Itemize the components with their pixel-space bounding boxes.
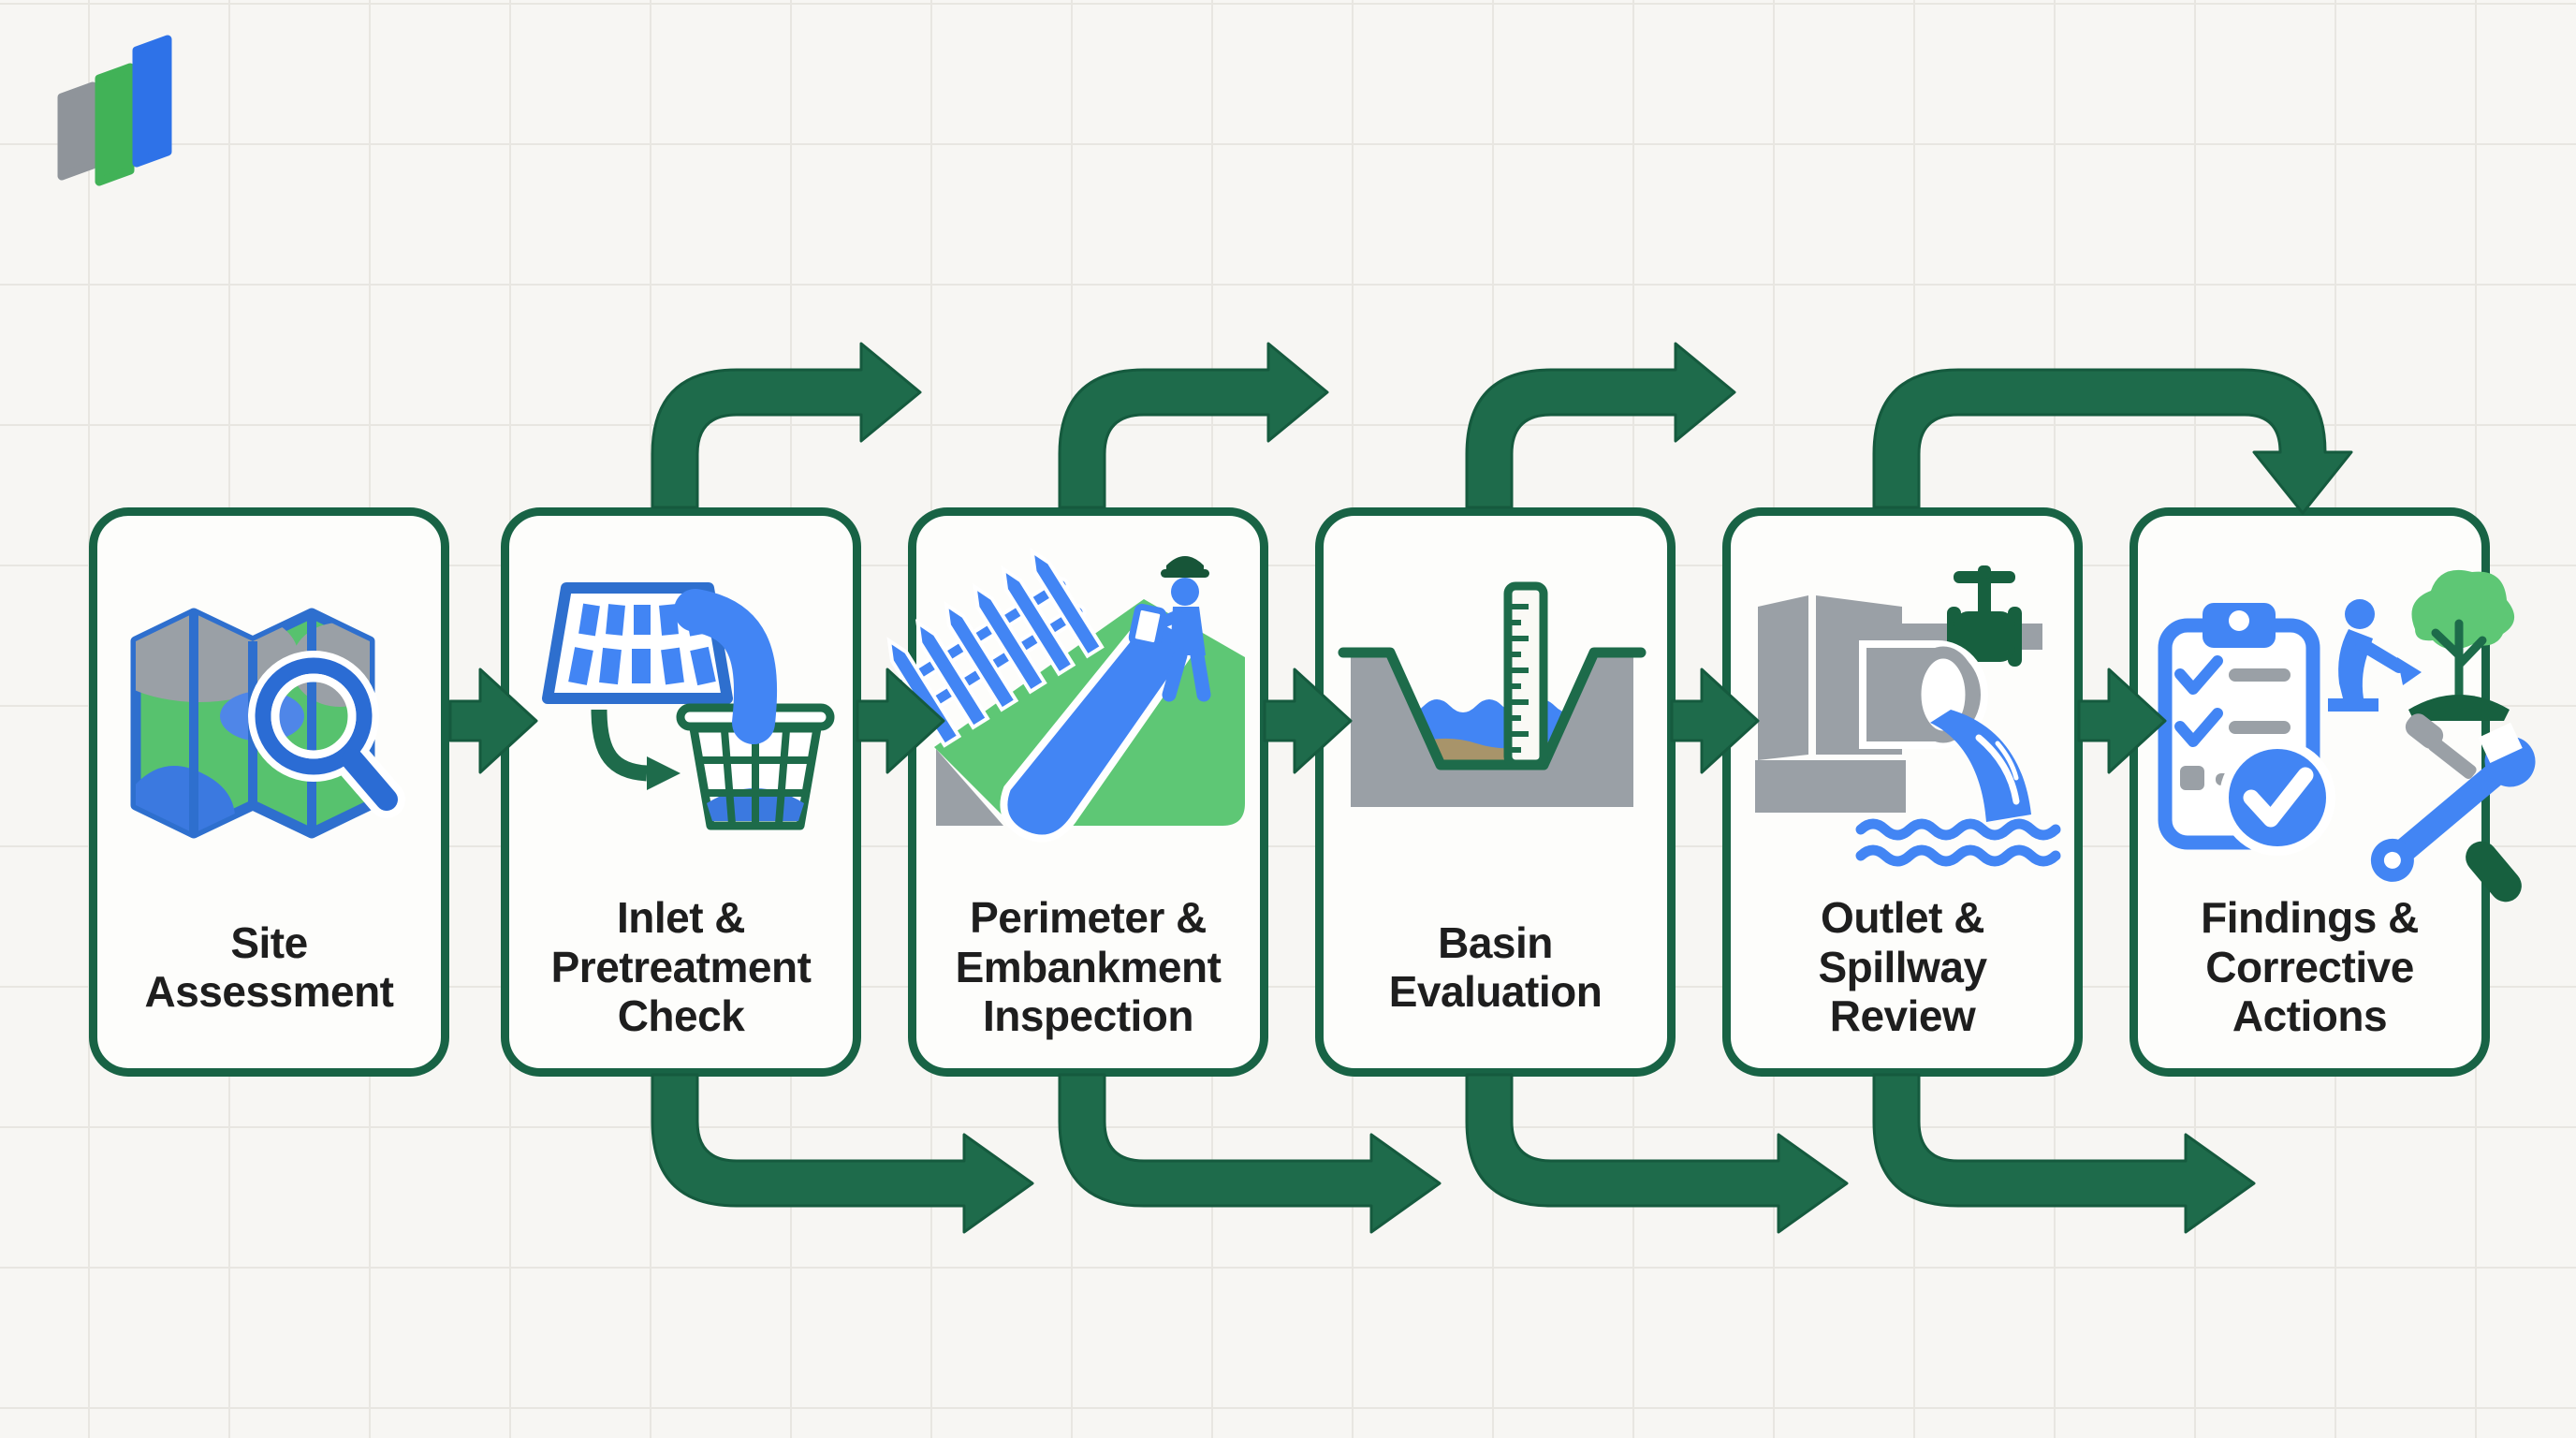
checklist-corrective-actions-icon [2130,524,2536,902]
basin-water-ruler-icon [1315,524,1676,899]
step-box-inlet-pretreatment: Inlet & Pretreatment Check [501,507,861,1077]
inlet-grate-basket-icon [501,524,861,899]
top-arc-arrow [651,342,922,509]
step-label: Basin Evaluation [1388,917,1603,1016]
outlet-pipe-valve-icon [1722,524,2083,899]
step-label: Outlet & Spillway Review [1818,893,1987,1041]
top-arc-down-arrow [1872,368,2353,515]
step-box-outlet-spillway: Outlet & Spillway Review [1722,507,2083,1077]
bottom-arc-arrow [651,1073,1034,1234]
top-arc-arrow [1058,342,1329,509]
step-label: Inlet & Pretreatment Check [550,893,812,1041]
bottom-arc-arrow [1872,1073,2256,1234]
bottom-arc-arrow [1465,1073,1849,1234]
step-label: Perimeter & Embankment Inspection [955,893,1222,1041]
bottom-arc-arrow [1058,1073,1442,1234]
step-label: Site Assessment [144,917,394,1016]
step-label: Findings & Corrective Actions [2201,893,2419,1041]
map-search-icon [89,524,449,899]
step-box-findings-corrective: Findings & Corrective Actions [2130,507,2536,1077]
step-box-perimeter-embankment: Perimeter & Embankment Inspection [886,507,1268,1077]
fence-embankment-inspector-icon [886,524,1268,899]
three-bar-logo-icon [57,35,172,186]
step-box-site-assessment: Site Assessment [89,507,449,1077]
step-box-basin-evaluation: Basin Evaluation [1315,507,1676,1077]
top-arc-arrow [1465,342,1736,509]
